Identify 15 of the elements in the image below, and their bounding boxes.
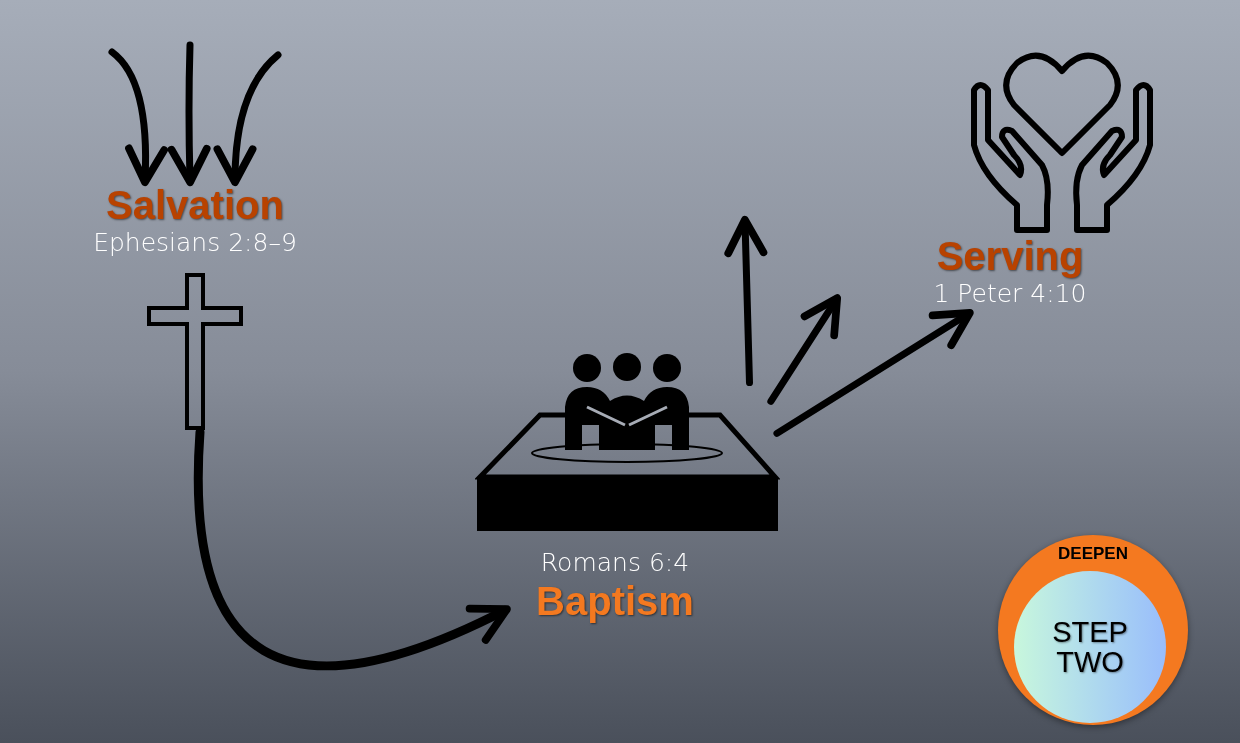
arrow bbox=[167, 41, 211, 187]
heading: Serving bbox=[936, 234, 1084, 278]
scripture-reference: Ephesians 2:8–9 bbox=[93, 227, 297, 259]
scripture-reference: 1 Peter 4:10 bbox=[933, 278, 1087, 310]
arrow bbox=[108, 48, 168, 187]
arrow bbox=[773, 309, 974, 437]
arrow bbox=[724, 215, 768, 387]
arrow bbox=[214, 51, 282, 187]
arrow bbox=[193, 427, 511, 671]
heading: Baptism bbox=[536, 579, 694, 623]
badge-label: DEEPEN bbox=[1058, 544, 1128, 564]
scripture-reference: Romans 6:4 bbox=[540, 547, 690, 579]
heading: Salvation bbox=[106, 183, 284, 227]
step-label: STEP TWO bbox=[1051, 617, 1129, 677]
arrow bbox=[767, 294, 842, 405]
